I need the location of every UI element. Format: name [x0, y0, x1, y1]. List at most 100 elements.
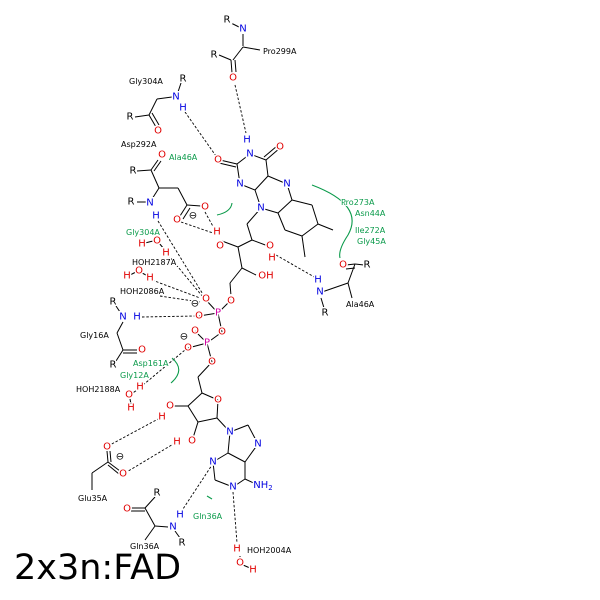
bond	[249, 153, 267, 161]
oxygen-atom: O	[153, 236, 161, 247]
bond	[115, 305, 121, 313]
hydrogen-bond	[124, 442, 176, 474]
hydrogen-bond	[234, 84, 247, 134]
hydrogen-bond	[204, 211, 216, 231]
oxygen-atom: O	[154, 126, 162, 137]
bond	[345, 267, 356, 270]
r-group: R	[110, 297, 117, 308]
hydrogen-atom: H	[243, 135, 251, 146]
bond	[227, 452, 246, 463]
bond	[236, 153, 251, 165]
nitrogen-atom: N	[239, 24, 246, 35]
nitrogen-atom: N	[119, 312, 126, 323]
bond	[277, 199, 293, 214]
bond	[291, 199, 313, 206]
diagram-title: 2x3n:FAD	[14, 548, 182, 588]
oxygen-atom: O	[208, 357, 216, 368]
bond	[218, 54, 232, 61]
nitrogen-atom: N	[257, 203, 264, 214]
nitrogen-atom: N	[254, 439, 261, 450]
nitrogen-atom: N	[316, 287, 323, 298]
bond	[151, 187, 160, 200]
bond	[187, 405, 199, 423]
bond	[246, 223, 253, 241]
residue-label: Pro299A	[263, 47, 297, 56]
oxygen-atom: O	[125, 390, 133, 401]
bond	[153, 160, 162, 172]
bond	[219, 159, 238, 165]
bond	[129, 389, 138, 396]
bond	[242, 46, 261, 51]
bond	[230, 59, 233, 74]
bond	[239, 183, 256, 191]
hydrogen-atom: H	[133, 312, 141, 323]
r-group: R	[224, 15, 231, 26]
bond	[134, 114, 150, 118]
r-group: R	[180, 74, 187, 85]
bond	[198, 312, 219, 317]
bond	[227, 431, 231, 454]
bond	[136, 169, 152, 172]
bond	[347, 263, 356, 284]
oxygen-atom: O	[123, 504, 131, 515]
bond	[214, 479, 234, 488]
bond	[237, 239, 253, 248]
residue-label: Ala46A	[346, 300, 375, 309]
bond	[317, 223, 334, 231]
residue-label: Glu35A	[78, 494, 108, 503]
r-group: R	[127, 112, 134, 123]
bond	[260, 207, 279, 214]
residue-label: HOH2187A	[132, 258, 177, 267]
oxygen-atom: O	[214, 395, 222, 406]
bond	[150, 169, 160, 189]
hydrophobic-residue-label: Gly304A	[126, 228, 160, 237]
amino-subscript: 2	[268, 484, 272, 492]
r-group: R	[130, 166, 137, 177]
bond	[154, 525, 169, 528]
phosphorus-atom: P	[204, 338, 210, 349]
residue-label: Gly16A	[80, 331, 109, 340]
negative-charge-icon: ⊖	[180, 332, 188, 343]
bond	[194, 330, 208, 344]
oxygen-atom: O	[158, 150, 166, 161]
oxygen-atom: O	[135, 266, 143, 277]
bond	[347, 282, 353, 299]
oxygen-atom: O	[173, 215, 181, 226]
bond	[234, 59, 237, 73]
hydrogen-atom: H	[152, 211, 160, 222]
oxygen-atom: O	[229, 73, 237, 84]
bond	[242, 564, 251, 569]
hydrophobic-residue-label: Asp161A	[133, 359, 169, 368]
residue-label: Asp292A	[121, 140, 157, 149]
hydrogen-atom: H	[162, 248, 170, 259]
bond	[150, 159, 159, 171]
hydrogen-bond	[157, 220, 205, 297]
hydrophobic-residue-label: Gln36A	[193, 512, 223, 521]
hydrophobic-residue-label: Pro273A	[341, 198, 375, 207]
hydrophobic-residue-label: Asn44A	[355, 209, 386, 218]
hydrogen-atom: H	[138, 239, 146, 250]
bond	[201, 392, 219, 401]
bond	[177, 82, 182, 93]
r-group: R	[110, 360, 117, 371]
hydrogen-bond	[180, 464, 213, 513]
bond	[263, 145, 278, 158]
bond	[177, 187, 188, 206]
bond	[106, 450, 109, 463]
nitrogen-atom: N	[226, 427, 233, 438]
hydrogen-atom: H	[123, 271, 131, 282]
hydrophobic-residue-label: Ile272A	[355, 226, 386, 235]
hydrogen-atom: H	[176, 510, 184, 521]
bond	[212, 461, 216, 481]
bond	[251, 239, 269, 247]
hydrogen-bond	[232, 491, 238, 544]
hydrophobic-residue-label: Gly12A	[120, 371, 149, 380]
bond	[216, 399, 219, 419]
bond	[286, 183, 293, 201]
oxygen-atom: O	[227, 296, 235, 307]
bond	[129, 398, 132, 405]
amino-group: NH2	[253, 480, 272, 493]
bond	[311, 204, 319, 225]
